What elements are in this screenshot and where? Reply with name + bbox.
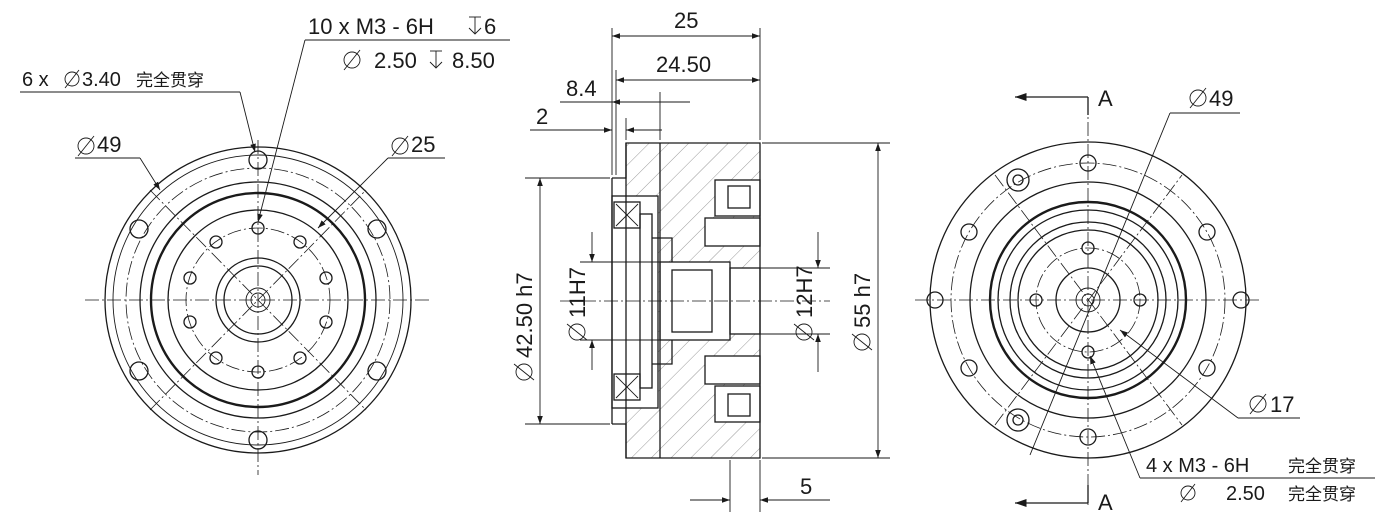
dim-length-2: 24.50 [656,52,711,77]
dim-bore-right-group: 12H7 [792,265,817,341]
left-leader-through [239,91,256,153]
right-callout-drill: 2.50 [1226,483,1265,505]
left-leader-49 [139,157,161,191]
right-outer-holes [926,154,1250,446]
right-dia-outer: 49 [1209,86,1233,111]
section-left-cavity [612,196,658,408]
left-callout-thread: 10 x M3 - 6H [308,14,434,39]
diameter-icon [77,135,95,157]
left-dia-inner: 25 [411,132,435,157]
right-outer-ring [929,141,1247,459]
right-leader-thread [1089,355,1141,479]
diameter-icon [343,49,361,71]
dim-outer-group: 55 h7 [850,273,875,351]
left-bore-inner [250,292,266,308]
dim-pilot-group: 42.50 h7 [512,272,537,381]
right-callout-drill-note: 完全贯穿 [1288,485,1356,505]
depth-icon [468,16,482,35]
left-callout-through-note: 完全贯穿 [136,71,204,91]
section-pocket-top [705,218,760,246]
right-view: A A 49 17 4 x M3 - 6H 完全贯穿 2.50 完全贯穿 [915,86,1375,515]
left-ring-4 [149,191,367,409]
left-outer-ring [104,146,412,454]
right-callout-thread-note: 完全贯穿 [1288,457,1356,477]
section-seal-bottom [727,393,751,417]
left-dia-outer: 49 [97,132,121,157]
dim-total-length: 25 [674,8,698,33]
right-bolt-circle [950,162,1226,438]
dim-bore-left: 11H7 [565,267,590,318]
right-inner-holes [1029,241,1147,359]
diameter-icon [515,363,533,381]
right-ring-2 [969,181,1207,419]
diameter-icon [1180,483,1196,503]
section-cavity-outline [611,195,659,409]
diameter-icon [795,323,813,341]
section-mark-top: A [1098,86,1113,111]
section-inner-step-bottom [652,340,673,365]
dim-step: 2 [536,104,548,129]
right-ring-3 [988,200,1188,400]
depth-icon [429,50,443,69]
right-ring-6 [1017,229,1159,371]
right-ring-5 [1009,221,1167,379]
dim-bore-left-group: 11H7 [565,267,590,341]
diameter-icon [568,323,586,341]
right-centerline-d2 [994,174,1183,426]
section-pocket-bottom-outline [704,355,761,385]
diameter-icon [1249,393,1267,415]
section-inner-step-top [652,237,673,262]
diameter-icon [853,333,871,351]
dim-offset: 8.4 [566,76,597,101]
right-leader-49 [1029,112,1171,456]
left-callout-drill-depth: 8.50 [452,48,495,73]
left-centerline-d2 [149,189,367,411]
right-inner-bolt-circle [1035,247,1141,353]
section-pocket-top-outline [704,217,761,247]
left-hub [215,257,301,343]
diameter-icon [1189,87,1207,109]
left-bore [245,287,271,313]
section-bearing-bottom-outline [714,385,761,423]
left-outer-holes [129,150,387,450]
right-ring-4 [997,209,1179,391]
right-hub [1055,267,1121,333]
left-ring-2 [112,154,404,446]
left-callout-drill: 2.50 [374,48,417,73]
diameter-icon [64,69,80,89]
left-ring-5 [167,209,349,391]
section-mark-bottom: A [1098,490,1113,515]
right-bore-inner [1081,293,1095,307]
left-view: 10 x M3 - 6H 6 2.50 8.50 6 x 3.40 完全贯穿 [20,14,510,475]
left-hub-inner [223,265,293,335]
left-ring-3 [139,181,377,419]
right-callout-thread: 4 x M3 - 6H [1146,455,1249,477]
dim-bottom: 5 [800,474,812,499]
left-inner-bolt-circle [185,227,331,373]
right-leader-17 [1119,329,1239,419]
dim-bore-right: 12H7 [792,265,817,318]
left-callout-thread-depth: 6 [484,14,496,39]
section-view: 25 24.50 8.4 2 42.50 h7 11H7 [512,8,890,512]
section-bearing-top-outline [714,179,761,217]
left-callout-through-dia: 3.40 [82,69,121,91]
dim-pilot: 42.50 h7 [512,272,537,358]
left-callout-through-count: 6 x [22,69,49,91]
right-bore [1075,287,1101,313]
right-dia-inner: 17 [1270,392,1294,417]
dim-outer: 55 h7 [850,273,875,328]
left-bolt-circle [125,167,391,433]
section-pocket-bottom [705,356,760,384]
left-leader-25 [317,157,389,229]
left-leader-thread [257,39,306,223]
diameter-icon [391,135,409,157]
section-seal-top [727,185,751,209]
